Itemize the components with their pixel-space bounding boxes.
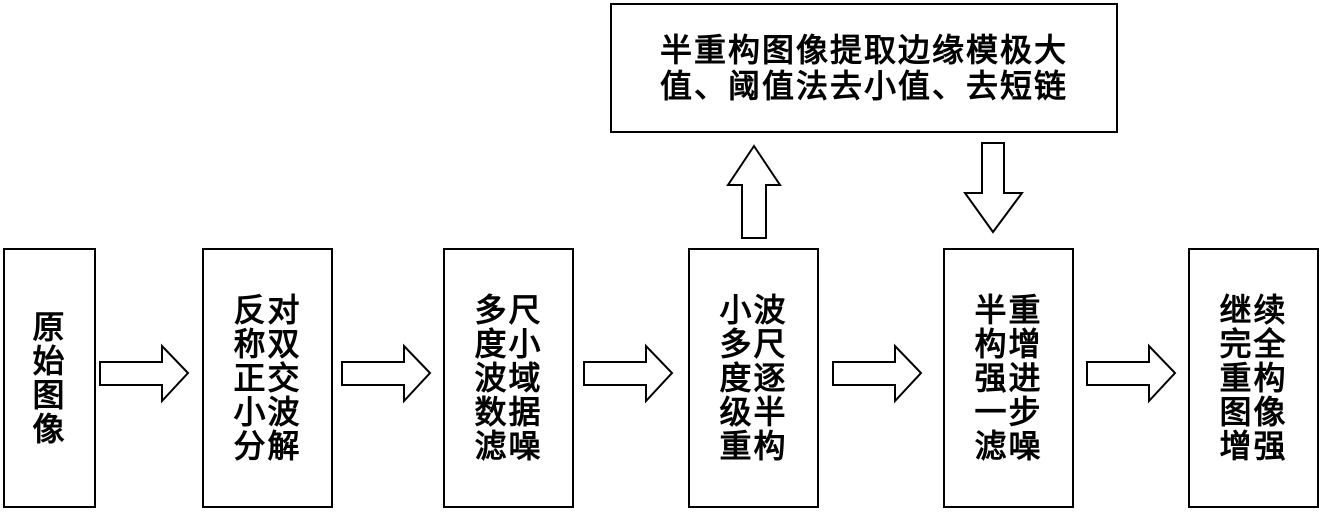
box-text-line: 图 bbox=[32, 376, 67, 414]
box-text-line: 数据 bbox=[474, 393, 543, 431]
half-reconstruction-box: 小波 多尺 度逐 级半 重构 bbox=[688, 248, 819, 508]
box-text-line: 滤噪 bbox=[974, 427, 1043, 465]
box-text-line: 强进 bbox=[974, 359, 1043, 397]
enhance-denoise-box: 半重 构增 强进 一步 滤噪 bbox=[943, 248, 1074, 508]
box-text-line: 完全 bbox=[1219, 325, 1288, 363]
original-image-box: 原 始 图 像 bbox=[3, 248, 96, 508]
box-text-line: 称双 bbox=[233, 325, 302, 363]
box-text-line: 增强 bbox=[1219, 427, 1288, 465]
box-text-line: 图像 bbox=[1219, 393, 1288, 431]
box-text-line: 分解 bbox=[233, 427, 302, 465]
right-arrow-4 bbox=[832, 343, 923, 404]
box-text-line: 度小 bbox=[474, 325, 543, 363]
box-text-line: 多尺 bbox=[474, 291, 543, 329]
wavelet-denoise-box: 多尺 度小 波域 数据 滤噪 bbox=[443, 248, 574, 508]
box-text-line: 半重构图像提取边缘模极大 bbox=[659, 31, 1068, 69]
box-text-line: 构增 bbox=[974, 325, 1043, 363]
box-text-line: 滤噪 bbox=[474, 427, 543, 465]
box-text-line: 重构 bbox=[1219, 359, 1288, 397]
edge-extraction-box: 半重构图像提取边缘模极大 值、阈值法去小值、去短链 bbox=[610, 3, 1118, 133]
box-text-line: 反对 bbox=[233, 291, 302, 329]
right-arrow-5 bbox=[1086, 343, 1177, 404]
box-text-line: 小波 bbox=[233, 393, 302, 431]
wavelet-decomposition-box: 反对 称双 正交 小波 分解 bbox=[202, 248, 333, 508]
box-text-line: 级半 bbox=[719, 393, 788, 431]
right-arrow-3 bbox=[583, 343, 674, 404]
box-text-line: 值、阈值法去小值、去短链 bbox=[659, 67, 1068, 105]
box-text-line: 像 bbox=[32, 410, 67, 448]
box-text-line: 波域 bbox=[474, 359, 543, 397]
down-arrow bbox=[963, 142, 1024, 234]
box-text-line: 正交 bbox=[233, 359, 302, 397]
right-arrow-2 bbox=[341, 343, 432, 404]
box-text-line: 始 bbox=[32, 342, 67, 380]
box-text-line: 一步 bbox=[974, 393, 1043, 431]
box-text-line: 继续 bbox=[1219, 291, 1288, 329]
right-arrow-1 bbox=[99, 343, 190, 404]
box-text-line: 多尺 bbox=[719, 325, 788, 363]
box-text-line: 半重 bbox=[974, 291, 1043, 329]
up-arrow bbox=[726, 144, 782, 239]
box-text-line: 度逐 bbox=[719, 359, 788, 397]
box-text-line: 重构 bbox=[719, 427, 788, 465]
box-text-line: 原 bbox=[32, 308, 67, 346]
full-reconstruction-box: 继续 完全 重构 图像 增强 bbox=[1188, 248, 1319, 508]
box-text-line: 小波 bbox=[719, 291, 788, 329]
